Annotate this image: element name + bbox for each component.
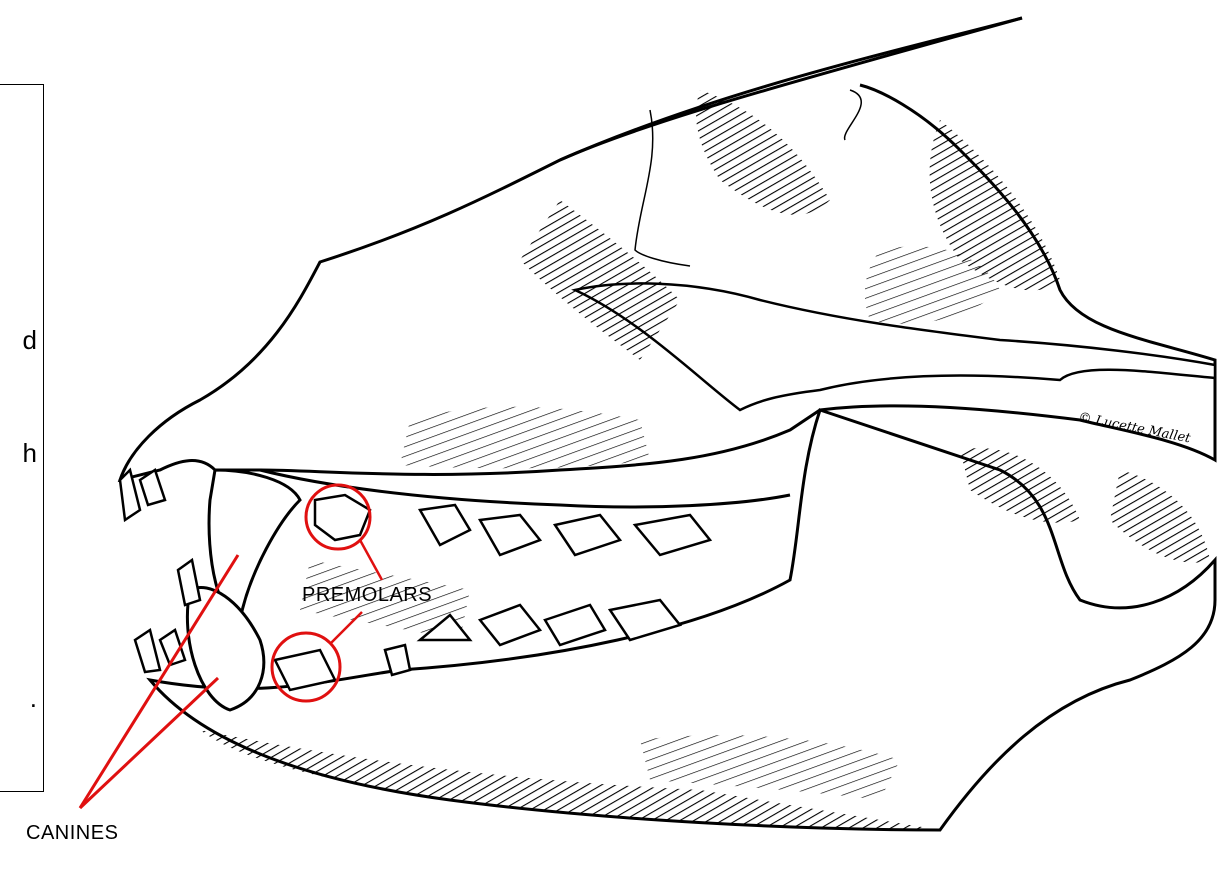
- suture-line: [635, 110, 690, 266]
- lower-canine: [187, 587, 263, 710]
- shading: [696, 90, 830, 215]
- shading: [1110, 470, 1210, 563]
- cranium-outline: [120, 18, 1215, 480]
- canines-label: CANINES: [26, 822, 118, 845]
- canine-annotations: [80, 555, 238, 808]
- shading: [960, 448, 1080, 523]
- premolars-label: PREMOLARS: [302, 584, 432, 607]
- shading: [400, 407, 650, 468]
- shading: [520, 200, 680, 360]
- suture-line: [845, 90, 862, 140]
